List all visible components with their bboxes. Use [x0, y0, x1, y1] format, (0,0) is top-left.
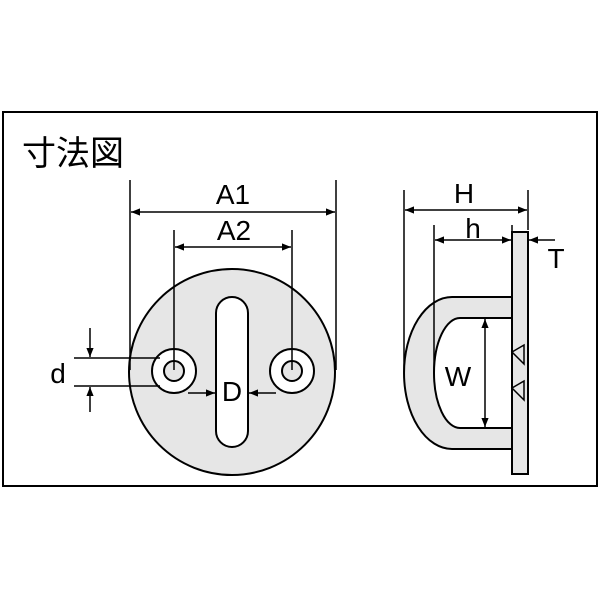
dimension-h-large [403, 190, 529, 372]
dimension-d-small [74, 328, 160, 412]
label-d: d [50, 358, 66, 389]
label-a1: A1 [216, 179, 250, 210]
front-view [128, 268, 336, 476]
center-slot [215, 296, 249, 448]
label-D: D [222, 376, 242, 407]
dimension-h-small [433, 225, 513, 372]
label-T: T [547, 243, 564, 274]
label-W: W [445, 361, 472, 392]
label-h: h [465, 213, 481, 244]
rivet-upper [510, 343, 525, 366]
dimension-a1 [129, 180, 337, 370]
rivet-lower [510, 379, 525, 402]
drawing-title: 寸法図 [22, 135, 124, 173]
side-view [403, 231, 529, 475]
label-a2: A2 [217, 215, 251, 246]
bail-loop [403, 296, 513, 450]
dimension-a2 [173, 230, 293, 370]
label-H: H [454, 178, 474, 209]
